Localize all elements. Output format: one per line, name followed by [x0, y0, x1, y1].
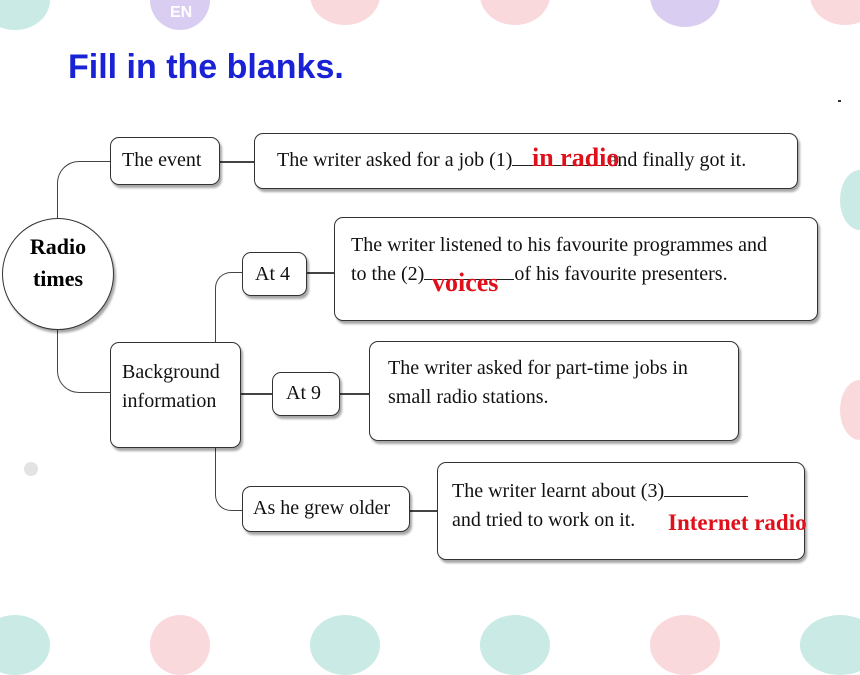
decor-shape — [0, 0, 50, 30]
decor-shape — [650, 0, 720, 27]
background-label-line2: information — [122, 390, 217, 412]
root-node: Radio times — [2, 218, 114, 330]
event-label-box: The event — [110, 137, 220, 185]
decor-shape — [650, 615, 720, 675]
answer-1: in radio — [532, 143, 620, 172]
at9-text-line1: The writer asked for part-time jobs in — [388, 357, 688, 379]
at4-text-line2-before: to the (2) — [351, 263, 425, 285]
event-label: The event — [122, 149, 202, 171]
at9-label: At 9 — [286, 382, 321, 404]
at4-text-line2-after: of his favourite presenters. — [514, 263, 728, 285]
connector-event-text — [220, 161, 255, 163]
decor-shape — [480, 615, 550, 675]
older-label: As he grew older — [253, 497, 391, 519]
decor-shape — [480, 0, 550, 25]
root-label-line1: Radio — [29, 234, 87, 259]
at9-text-box: The writer asked for part-time jobs in s… — [369, 341, 739, 441]
decor-shape — [840, 170, 860, 230]
event-text-after: and finally got it. — [608, 149, 747, 171]
connector-root-background — [57, 329, 111, 393]
background-box: Background information — [110, 342, 241, 448]
blank-2 — [424, 261, 515, 280]
blank-3 — [664, 478, 749, 497]
older-text-line1: The writer learnt about (3) — [452, 480, 665, 502]
connector-root-event — [57, 161, 113, 220]
decor-shape — [310, 615, 380, 675]
connector-at9-text — [340, 393, 370, 395]
connector-bg-at9 — [240, 393, 272, 395]
decor-shape — [800, 615, 860, 675]
decor-shape — [150, 615, 210, 675]
at9-label-box: At 9 — [272, 372, 340, 416]
event-text-box: The writer asked for a job (1) and finall… — [254, 133, 798, 189]
decor-shape — [310, 0, 380, 25]
at4-label-box: At 4 — [242, 252, 307, 296]
at4-text-line1: The writer listened to his favourite pro… — [351, 234, 767, 256]
decor-shape — [840, 380, 860, 440]
at4-label: At 4 — [255, 263, 290, 285]
connector-bg-older — [215, 447, 243, 511]
blank-1 — [512, 147, 609, 166]
connector-older-text — [410, 510, 438, 512]
root-label-line2: times — [32, 265, 84, 291]
older-text-line2: and tried to work on it. — [452, 509, 636, 531]
older-text-box: The writer learnt about (3) and tried to… — [437, 462, 805, 560]
connector-bg-at4 — [215, 272, 243, 343]
answer-2: voices — [432, 268, 499, 297]
answer-3: Internet radio — [668, 510, 807, 535]
decor-shape — [0, 615, 50, 675]
side-dash — [838, 100, 841, 102]
older-label-box: As he grew older — [242, 486, 410, 532]
event-text-before: The writer asked for a job (1) — [277, 149, 513, 171]
decor-dot — [24, 462, 38, 476]
at9-text-line2: small radio stations. — [388, 386, 549, 408]
page-title: Fill in the blanks. — [68, 48, 344, 86]
connector-at4-text — [307, 272, 335, 274]
en-badge: EN — [170, 4, 193, 21]
background-label-line1: Background — [122, 361, 220, 383]
decor-shape — [810, 0, 860, 25]
at4-text-box: The writer listened to his favourite pro… — [334, 217, 818, 321]
